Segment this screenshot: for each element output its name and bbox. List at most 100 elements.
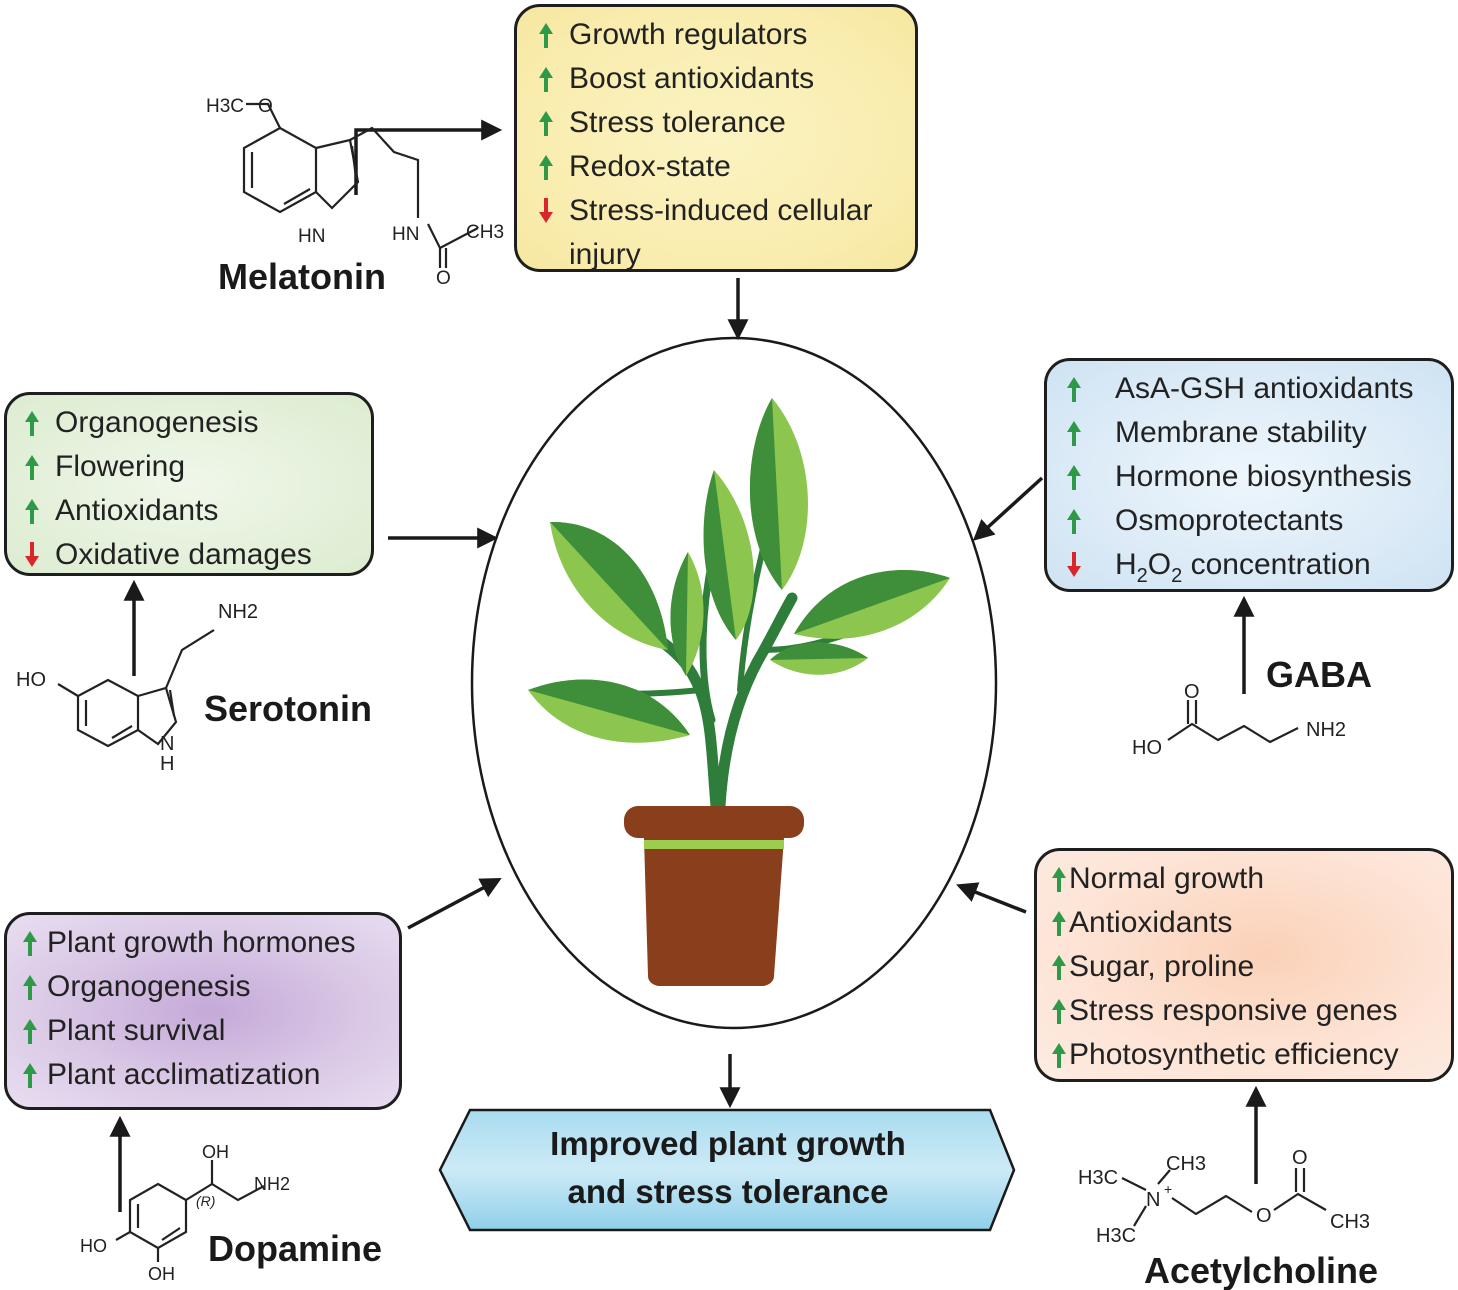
dopamine-effects-list: Plant growth hormones Organogenesis Plan… <box>19 921 389 1097</box>
acetylcholine-atom-h3c-bottom: H3C <box>1096 1225 1136 1247</box>
acetylcholine-effect-text: Antioxidants <box>1069 906 1233 939</box>
down-arrow-icon <box>1063 551 1085 579</box>
melatonin-effects-box: Growth regulators Boost antioxidants Str… <box>514 4 918 272</box>
dopamine-structure <box>115 1160 265 1262</box>
serotonin-effect-text: Oxidative damages <box>55 538 312 571</box>
serotonin-effect-item: Oxidative damages <box>21 533 361 577</box>
serotonin-effect-text: Flowering <box>55 450 186 483</box>
gaba-atom-nh2: NH2 <box>1306 719 1346 741</box>
up-arrow-icon <box>1063 375 1085 403</box>
dopamine-effect-item: Organogenesis <box>19 965 389 1009</box>
serotonin-effect-item: Flowering <box>21 445 361 489</box>
up-arrow-icon <box>535 109 557 137</box>
melatonin-effect-item: Growth regulators <box>535 13 905 57</box>
melatonin-atom-ch3: CH3 <box>466 222 504 243</box>
pot-band <box>644 840 784 849</box>
serotonin-atoms: NH2 HO N H <box>16 601 258 775</box>
acetylcholine-atom-n: N <box>1146 1189 1160 1211</box>
up-arrow-icon <box>1051 1041 1067 1069</box>
serotonin-label: Serotonin <box>204 688 372 729</box>
acetylcholine-effects-box: Normal growth Antioxidants Sugar, prolin… <box>1034 848 1454 1082</box>
melatonin-atom-h3c: H3C <box>206 96 244 117</box>
arrow-acetylcholine-box-to-plant <box>956 882 1027 914</box>
dopamine-label: Dopamine <box>208 1228 383 1269</box>
up-arrow-icon <box>535 65 557 93</box>
gaba-effect-item: Membrane stability <box>1063 411 1441 455</box>
serotonin-atom-nh2: NH2 <box>218 601 258 623</box>
acetylcholine-effects-list: Normal growth Antioxidants Sugar, prolin… <box>1051 857 1441 1077</box>
dopamine-effect-text: Organogenesis <box>47 970 251 1003</box>
up-arrow-icon <box>1051 865 1067 893</box>
gaba-effect-text: Osmoprotectants <box>1115 504 1344 537</box>
acetylcholine-atoms: H3C CH3 N + H3C O O CH3 <box>1078 1147 1370 1247</box>
up-arrow-icon <box>1063 507 1085 535</box>
acetylcholine-atom-ch3-acyl: CH3 <box>1330 1211 1370 1233</box>
serotonin-effects-box: Organogenesis Flowering Antioxidants Oxi… <box>4 392 374 576</box>
acetylcholine-effect-item: Photosynthetic efficiency <box>1051 1033 1441 1077</box>
melatonin-effect-text: Boost antioxidants <box>569 62 815 95</box>
melatonin-effect-item: Boost antioxidants <box>535 57 905 101</box>
outcome-line-1: Improved plant growth <box>550 1125 906 1162</box>
h2o2-o: O <box>1147 548 1172 581</box>
up-arrow-icon <box>19 929 41 957</box>
melatonin-atom-hn: HN <box>298 226 325 247</box>
gaba-effects-list: AsA-GSH antioxidants Membrane stability … <box>1063 367 1441 587</box>
acetylcholine-structure <box>1121 1168 1327 1227</box>
melatonin-effect-text: Growth regulators <box>569 18 808 51</box>
serotonin-atom-n: N <box>160 733 174 755</box>
melatonin-atom-hn-amide: HN <box>392 224 419 245</box>
acetylcholine-effect-item: Normal growth <box>1051 857 1441 901</box>
melatonin-effect-item: Stress-induced cellular <box>535 189 905 233</box>
acetylcholine-effect-item: Antioxidants <box>1051 901 1441 945</box>
up-arrow-icon <box>19 1017 41 1045</box>
melatonin-effect-item: Stress tolerance <box>535 101 905 145</box>
h2o2-sub-1: 2 <box>1136 565 1148 587</box>
up-arrow-icon <box>535 21 557 49</box>
serotonin-effect-item: Antioxidants <box>21 489 361 533</box>
dopamine-atom-oh-top: OH <box>202 1142 229 1162</box>
up-arrow-icon <box>1063 463 1085 491</box>
gaba-effect-item: Osmoprotectants <box>1063 499 1441 543</box>
h2o2-sub-2: 2 <box>1171 565 1183 587</box>
gaba-atom-o: O <box>1184 681 1200 703</box>
gaba-effects-box: AsA-GSH antioxidants Membrane stability … <box>1044 358 1454 592</box>
up-arrow-icon <box>1051 909 1067 937</box>
dopamine-effects-box: Plant growth hormones Organogenesis Plan… <box>4 912 402 1110</box>
serotonin-effect-text: Antioxidants <box>55 494 219 527</box>
outcome-hexagon <box>438 1108 1016 1232</box>
acetylcholine-effect-item: Stress responsive genes <box>1051 989 1441 1033</box>
dopamine-effect-text: Plant growth hormones <box>47 926 356 959</box>
gaba-effect-text: H2O2 concentration <box>1115 543 1371 587</box>
melatonin-atom-o: O <box>258 96 273 117</box>
gaba-effect-item: H2O2 concentration <box>1063 543 1441 587</box>
acetylcholine-label: Acetylcholine <box>1144 1250 1379 1290</box>
serotonin-atom-ho: HO <box>16 669 46 691</box>
pot-body <box>644 838 784 986</box>
acetylcholine-atom-plus: + <box>1164 1181 1172 1197</box>
melatonin-effect-item: Redox-state <box>535 145 905 189</box>
up-arrow-icon <box>1051 953 1067 981</box>
outcome-line-2: and stress tolerance <box>567 1173 889 1210</box>
serotonin-effects-list: Organogenesis Flowering Antioxidants Oxi… <box>21 401 361 577</box>
melatonin-effect-text: Stress tolerance <box>569 106 786 139</box>
acetylcholine-atom-o-carbonyl: O <box>1292 1147 1308 1169</box>
up-arrow-icon <box>1051 997 1067 1025</box>
serotonin-effect-item: Organogenesis <box>21 401 361 445</box>
serotonin-effect-text: Organogenesis <box>55 406 259 439</box>
acetylcholine-effect-text: Photosynthetic efficiency <box>1069 1038 1399 1071</box>
pot-rim <box>624 806 804 838</box>
melatonin-atoms: H3C O HN HN CH3 O <box>206 96 504 289</box>
acetylcholine-effect-text: Normal growth <box>1069 862 1265 895</box>
up-arrow-icon <box>21 409 43 437</box>
melatonin-effect-continuation: injury <box>569 238 641 271</box>
down-arrow-icon <box>535 197 557 225</box>
gaba-atom-ho: HO <box>1132 737 1162 759</box>
arrow-gaba-box-to-plant <box>972 476 1044 541</box>
outcome-text: Improved plant growth and stress toleran… <box>468 1120 988 1216</box>
gaba-label: GABA <box>1266 654 1372 695</box>
acetylcholine-atom-o-ester: O <box>1256 1205 1272 1227</box>
h2o2-suffix: concentration <box>1182 548 1371 581</box>
dopamine-effect-item: Plant growth hormones <box>19 921 389 965</box>
